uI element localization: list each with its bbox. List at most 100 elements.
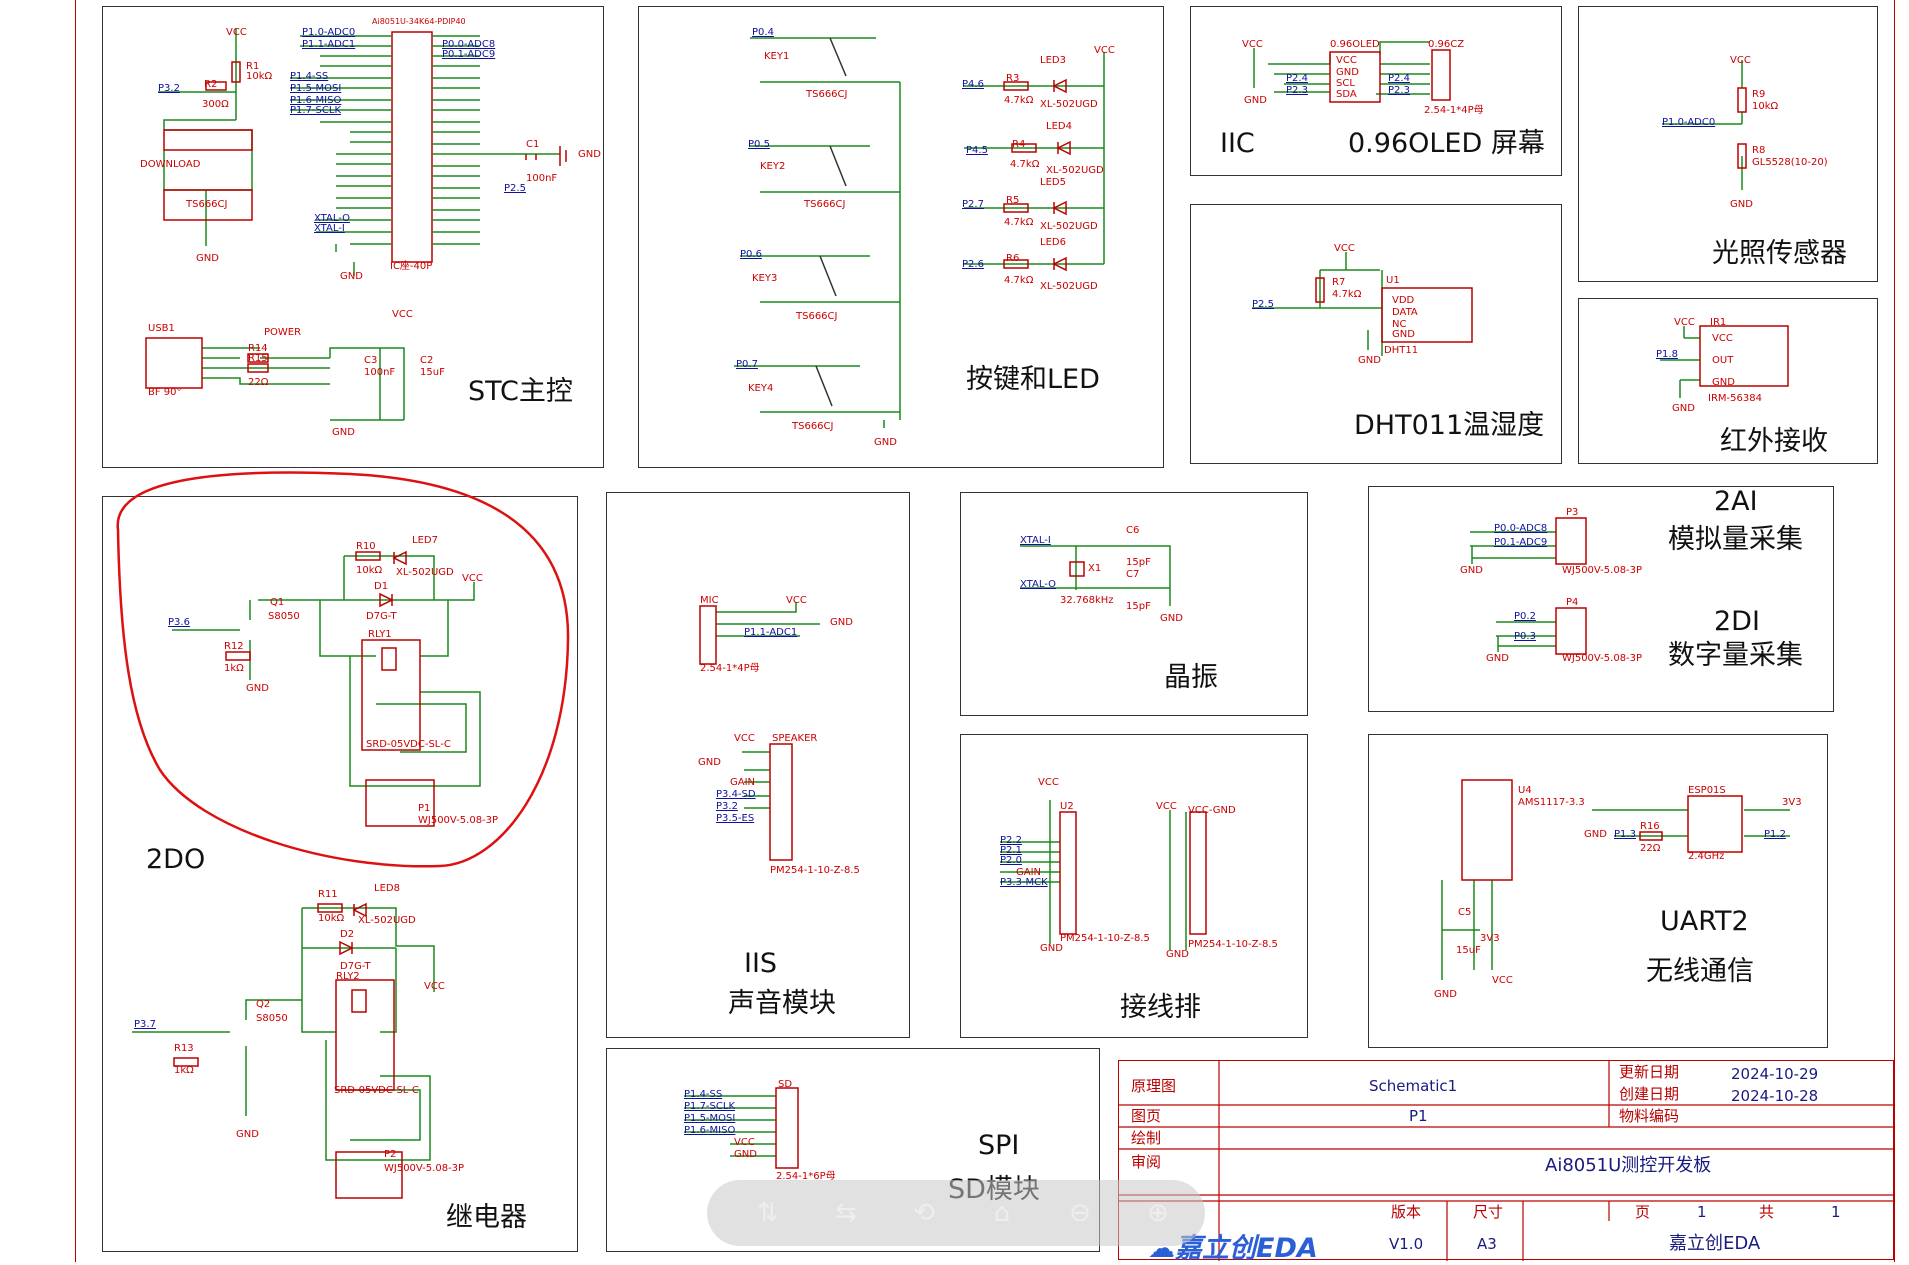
label-led6: LED6 <box>1040 237 1066 248</box>
title-uart-sub: 无线通信 <box>1646 956 1754 987</box>
net-p02: P0.2 <box>1514 611 1536 622</box>
label-r9: R9 <box>1752 89 1766 100</box>
block-ir <box>1578 298 1878 464</box>
label-r12: R12 <box>224 641 244 652</box>
block-spi <box>606 1048 1100 1252</box>
label-vccgnd: VCC-GND <box>1188 805 1236 816</box>
label-vcc-2: VCC <box>392 309 413 320</box>
label-mic-v: 2.54-1*4P母 <box>700 663 760 674</box>
net-p32-spk: P3.2 <box>716 801 738 812</box>
tb-pg: 1 <box>1697 1203 1707 1221</box>
label-p1: P1 <box>418 803 431 814</box>
title-iic: IIC <box>1220 128 1255 159</box>
label-gnd-3: GND <box>332 427 355 438</box>
net-p24-cz: P2.4 <box>1388 73 1410 84</box>
label-nc: NC <box>1392 319 1407 330</box>
label-c1v: 100nF <box>526 173 558 184</box>
label-ts-k3: TS666CJ <box>796 311 838 322</box>
label-gnd-do1: GND <box>246 683 269 694</box>
title-stc: STC主控 <box>468 376 573 407</box>
label-r47-d: 4.7kΩ <box>1004 275 1034 286</box>
block-xtal <box>960 492 1308 716</box>
net-p06: P0.6 <box>740 249 762 260</box>
label-vcc-1: VCC <box>226 27 247 38</box>
tb-pg-label: 页 <box>1635 1203 1651 1221</box>
label-gnd-oled: GND <box>1244 95 1267 106</box>
title-di: 2DI <box>1714 606 1760 637</box>
label-gnd-ai: GND <box>1460 565 1483 576</box>
swap-icon[interactable]: ⇆ <box>835 1198 857 1228</box>
tb-schematic-label: 原理图 <box>1131 1077 1177 1095</box>
label-c2: C2 <box>420 355 434 366</box>
title-oled: 0.96OLED 屏幕 <box>1348 128 1545 159</box>
net-adc9-mcu: P0.1-ADC9 <box>442 49 496 60</box>
label-usb: USB1 <box>148 323 175 334</box>
home-icon[interactable]: ⌂ <box>993 1198 1011 1228</box>
label-oled-gnd: GND <box>1336 67 1359 78</box>
net-xtalo-mcu: XTAL-O <box>314 213 351 224</box>
label-ledv-7: XL-502UGD <box>396 567 454 578</box>
label-r16: R16 <box>1640 821 1660 832</box>
zoom-out-icon[interactable]: ⊖ <box>1069 1198 1091 1228</box>
zoom-in-icon[interactable]: ⊕ <box>1147 1198 1169 1228</box>
label-gnd-2: GND <box>340 271 363 282</box>
label-c5: C5 <box>1458 907 1472 918</box>
label-wj-p2: WJ500V-5.08-3P <box>384 1163 465 1174</box>
label-gnd-c1: GND <box>578 149 601 160</box>
label-r15: R15 <box>248 353 268 364</box>
net-p34sd: P3.4-SD <box>716 789 756 800</box>
label-key1: KEY1 <box>764 51 790 62</box>
label-24g: 2.4GHz <box>1688 851 1725 862</box>
label-r22-esp: 22Ω <box>1640 843 1661 854</box>
label-c15p-b: 15pF <box>1126 601 1151 612</box>
label-key2: KEY2 <box>760 161 786 172</box>
title-relay: 继电器 <box>446 1202 527 1233</box>
label-r5: R5 <box>1006 195 1020 206</box>
net-adc8: P0.0-ADC8 <box>1494 523 1548 534</box>
label-vcc-oled: VCC <box>1242 39 1263 50</box>
label-c7: C7 <box>1126 569 1140 580</box>
label-r22: 22Ω <box>248 377 269 388</box>
label-ts-k4: TS666CJ <box>792 421 834 432</box>
sort-icon[interactable]: ⇅ <box>757 1198 779 1228</box>
rotate-icon[interactable]: ⟲ <box>913 1198 935 1228</box>
label-gnd-1: GND <box>196 253 219 264</box>
label-usbv: BF 90° <box>148 387 182 398</box>
net-p23-oled: P2.3 <box>1286 85 1308 96</box>
label-mic: MIC <box>700 595 719 606</box>
label-gnd-ir: GND <box>1672 403 1695 414</box>
label-srd-b: SRD-05VDC-SL-C <box>334 1085 419 1096</box>
label-r1v: 10kΩ <box>246 71 273 82</box>
label-power: POWER <box>264 327 302 338</box>
label-sd-v: 2.54-1*6P母 <box>776 1171 836 1182</box>
net-p25-dht: P2.5 <box>1252 299 1274 310</box>
label-d2: D2 <box>340 929 355 940</box>
tb-page: P1 <box>1409 1107 1428 1125</box>
label-download: DOWNLOAD <box>140 159 201 170</box>
label-oled-sda: SDA <box>1336 89 1357 100</box>
label-ir-out: OUT <box>1712 355 1734 366</box>
title-spi: SPI <box>978 1130 1020 1161</box>
title-iis: IIS <box>744 948 778 979</box>
title-iis-sub: 声音模块 <box>728 988 836 1019</box>
tb-board: Ai8051U测控开发板 <box>1545 1155 1712 1176</box>
label-ts-1: TS666CJ <box>186 199 228 210</box>
label-ledv-d: XL-502UGD <box>1040 281 1098 292</box>
label-vcc-hdr2: VCC <box>1156 801 1177 812</box>
label-vcc-do2: VCC <box>424 981 445 992</box>
net-p25-mcu: P2.5 <box>504 183 526 194</box>
label-r2: R2 <box>204 79 218 90</box>
label-p3: P3 <box>1566 507 1579 518</box>
label-data: DATA <box>1392 307 1418 318</box>
net-adc8-mcu: P0.0-ADC8 <box>442 39 496 50</box>
net-p36: P3.6 <box>168 617 190 628</box>
label-gnd-di: GND <box>1486 653 1509 664</box>
label-oled-scl: SCL <box>1336 78 1355 89</box>
label-3v3-esp: 3V3 <box>1782 797 1802 808</box>
tb-version: V1.0 <box>1389 1235 1424 1253</box>
net-p10-light: P1.0-ADC0 <box>1662 117 1716 128</box>
label-s8050-b: S8050 <box>256 1013 288 1024</box>
block-oled <box>1190 6 1562 176</box>
label-gnd-keys: GND <box>874 437 897 448</box>
